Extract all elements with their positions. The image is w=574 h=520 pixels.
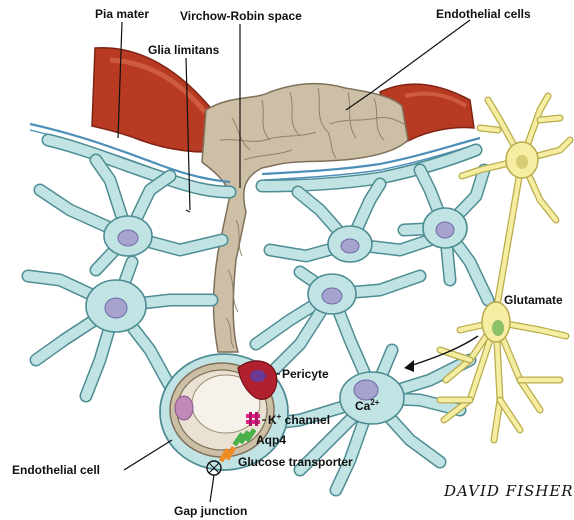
astrocyte-nucleus-2	[105, 298, 127, 318]
label-glia-limitans: Glia limitans	[148, 43, 220, 57]
label-gap-junction: Gap junction	[174, 504, 247, 518]
pericyte-nucleus	[250, 370, 266, 382]
astrocyte-nucleus-3	[341, 239, 359, 253]
astrocyte-nucleus-ca	[354, 380, 378, 400]
label-glutamate: Glutamate	[504, 293, 563, 307]
label-pia-mater: Pia mater	[95, 7, 149, 21]
astrocyte-nucleus-5	[436, 222, 454, 238]
label-aqp4: Aqp4	[256, 433, 286, 447]
neuron-nucleus-bottom	[492, 320, 504, 336]
label-virchow-robin: Virchow-Robin space	[180, 9, 302, 23]
astrocyte-nucleus-4	[322, 288, 342, 304]
neuron-dendrite-6-fill	[498, 160, 522, 300]
neuron-dendrite-7-fill	[480, 128, 498, 130]
glutamatergic-neuron	[440, 96, 570, 440]
neuron-dendrite-8-fill	[540, 118, 560, 120]
neuron-nucleus-top	[516, 155, 528, 169]
label-endothelial-cells: Endothelial cells	[436, 7, 531, 21]
neuron-dendrite-18-fill	[500, 400, 520, 430]
label-endothelial-cell: Endothelial cell	[12, 463, 100, 477]
artist-signature: DAVID FISHER	[443, 482, 574, 500]
endothelial-nucleus	[175, 396, 193, 420]
astrocyte-nucleus-1	[118, 230, 138, 246]
label-pericyte: Pericyte	[282, 367, 329, 381]
label-glucose-transporter: Glucose transporter	[238, 455, 353, 469]
